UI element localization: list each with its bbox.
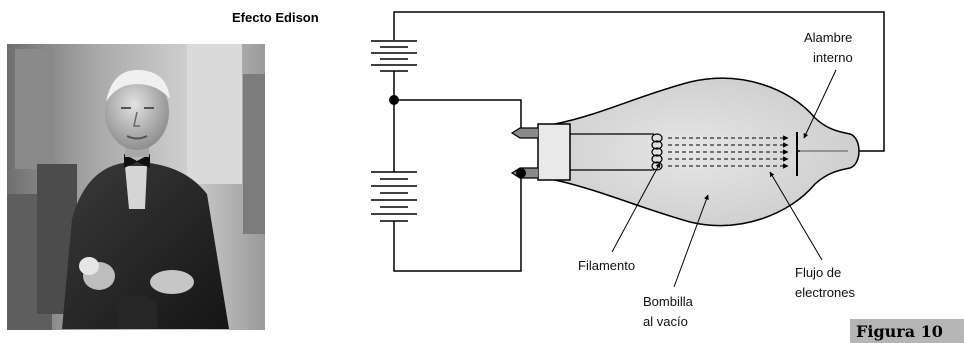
label-bulb-line1: Bombilla: [643, 294, 694, 309]
battery-top: [371, 40, 417, 72]
label-electron-flow-line2: electrones: [795, 285, 855, 300]
label-filament: Filamento: [578, 258, 635, 273]
junction-node-terminal: [516, 168, 526, 178]
label-internal-wire-line1: Alambre: [804, 30, 852, 45]
filament-coil: [651, 133, 663, 171]
pointer-bulb: [673, 194, 709, 288]
battery-bottom: [371, 171, 417, 222]
pointer-electron-flow: [769, 171, 823, 261]
portrait-photo: [7, 44, 265, 330]
label-internal-wire-line2: interno: [813, 50, 853, 65]
bulb-socket: [537, 123, 571, 181]
pointer-filament: [611, 162, 661, 253]
figure-label: Figura 10: [856, 322, 943, 341]
terminal-top: [510, 127, 538, 139]
diagram-title: Efecto Edison: [232, 10, 319, 25]
figure-badge: [850, 319, 964, 343]
label-electron-flow-line1: Flujo de: [795, 265, 841, 280]
label-bulb-line2: al vacío: [643, 314, 688, 329]
top-wire: [393, 11, 885, 152]
electron-flow-arrows: [668, 135, 789, 169]
pointer-internal-wire: [803, 69, 837, 139]
